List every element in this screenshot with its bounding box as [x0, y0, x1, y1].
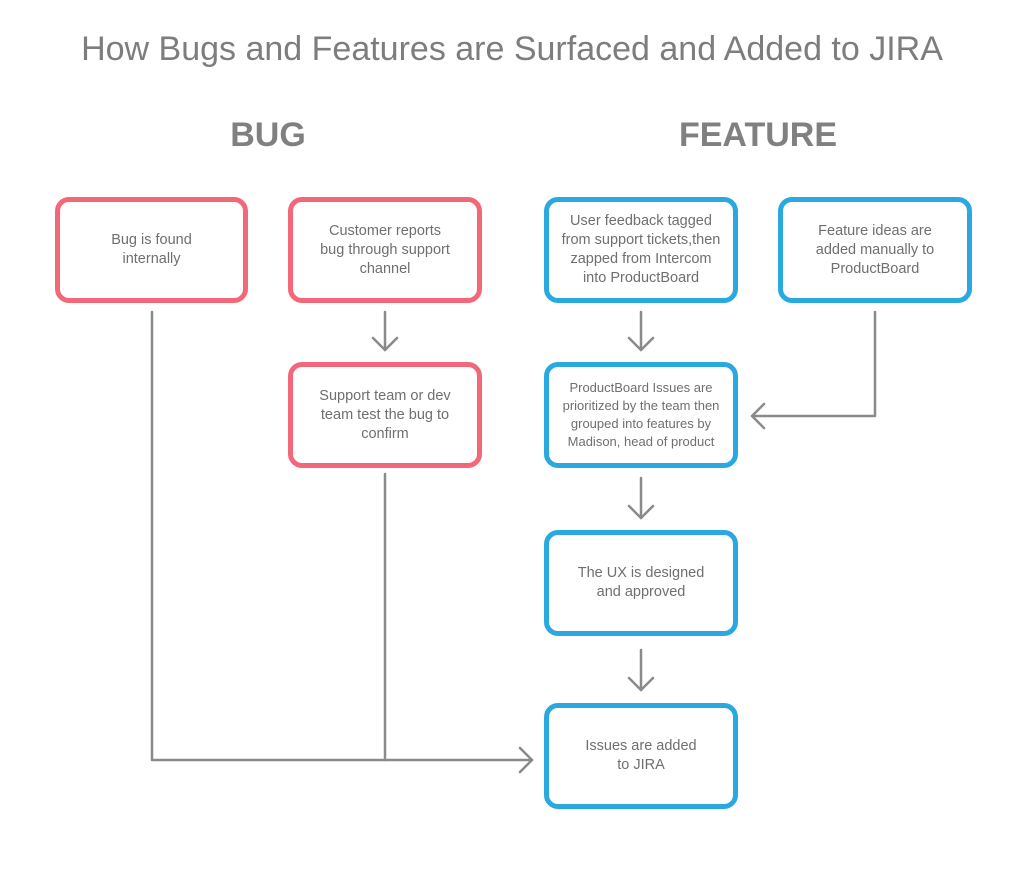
arrowhead-productboard-to-ux	[627, 504, 655, 520]
bug-found-internally-text: Bug is found internally	[111, 232, 192, 267]
user-feedback-text: User feedback tagged from support ticket…	[561, 213, 721, 286]
customer-reports-text: Customer reports bug through support cha…	[320, 222, 450, 277]
feature-ideas-box: Feature ideas are added manually to Prod…	[778, 197, 972, 303]
user-feedback-box: User feedback tagged from support ticket…	[544, 197, 738, 303]
issues-added-box: Issues are added to JIRA	[544, 703, 738, 809]
issues-added-text: Issues are added to JIRA	[585, 738, 697, 773]
productboard-issues-text: ProductBoard Issues are prioritized by t…	[562, 380, 720, 449]
arrowhead-customer-to-support	[371, 336, 399, 352]
feature-column-heading: FEATURE	[678, 116, 838, 154]
ux-designed-box: The UX is designed and approved	[544, 530, 738, 636]
line-feature-ideas-to-productboard	[750, 310, 877, 418]
arrowhead-to-jira	[518, 746, 534, 774]
support-test-text: Support team or dev team test the bug to…	[319, 387, 451, 442]
productboard-issues-box: ProductBoard Issues are prioritized by t…	[544, 362, 738, 468]
arrowhead-feature-ideas-to-productboard	[750, 402, 766, 430]
line-bug-found-to-jira	[150, 310, 534, 762]
page-title: How Bugs and Features are Surfaced and A…	[81, 30, 943, 68]
arrowhead-feedback-to-productboard	[627, 336, 655, 352]
ux-designed-text: The UX is designed and approved	[577, 565, 705, 600]
bug-column-heading: BUG	[230, 116, 306, 154]
arrowhead-ux-to-jira	[627, 676, 655, 692]
bug-found-internally-box: Bug is found internally	[55, 197, 248, 303]
support-test-box: Support team or dev team test the bug to…	[288, 362, 482, 468]
feature-ideas-text: Feature ideas are added manually to Prod…	[815, 222, 935, 277]
customer-reports-box: Customer reports bug through support cha…	[288, 197, 482, 303]
